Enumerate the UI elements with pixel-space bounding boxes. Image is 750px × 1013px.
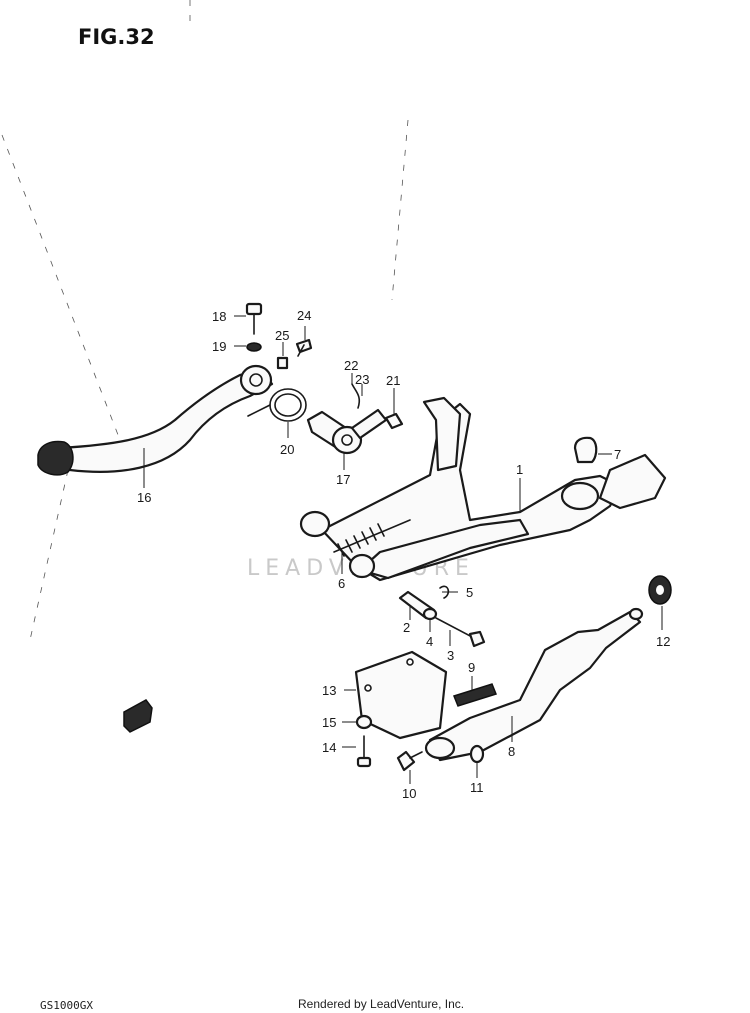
callout-21: 21 [386, 373, 400, 388]
callout-labels: 1 2 3 4 5 6 7 8 9 10 11 12 13 14 15 16 1… [137, 308, 670, 801]
callout-3: 3 [447, 648, 454, 663]
callout-7: 7 [614, 447, 621, 462]
stand-bolt [435, 617, 486, 648]
callout-23: 23 [355, 372, 369, 387]
callout-13: 13 [322, 683, 336, 698]
callout-10: 10 [402, 786, 416, 801]
callout-18: 18 [212, 309, 226, 324]
callout-20: 20 [280, 442, 294, 457]
callout-15: 15 [322, 715, 336, 730]
link-bolt [384, 412, 404, 430]
bushing [648, 575, 672, 605]
callout-6: 6 [338, 576, 345, 591]
callout-8: 8 [508, 744, 515, 759]
callout-25: 25 [275, 328, 289, 343]
callout-16: 16 [137, 490, 151, 505]
side-stand-bolt [396, 750, 423, 772]
small-screw [295, 338, 313, 357]
stand-stopper [573, 436, 598, 464]
callout-5: 5 [466, 585, 473, 600]
callout-2: 2 [403, 620, 410, 635]
pin-washer [422, 607, 438, 621]
stand-spring [333, 519, 411, 557]
callout-22: 22 [344, 358, 358, 373]
leader-lines [143, 315, 663, 784]
callout-17: 17 [336, 472, 350, 487]
callout-11: 11 [470, 780, 484, 795]
callout-4: 4 [426, 634, 433, 649]
callout-24: 24 [297, 308, 311, 323]
callout-19: 19 [212, 339, 226, 354]
brake-pivot-shaft [306, 408, 388, 455]
render-credit: Rendered by LeadVenture, Inc. [298, 997, 464, 1011]
center-stand [299, 396, 667, 582]
return-spring [247, 388, 307, 422]
bracket-washer [355, 714, 373, 730]
cotter-pin [351, 383, 361, 409]
pivot-bolt [245, 302, 263, 335]
scan-artifacts [1, 0, 409, 641]
pivot-washer [246, 342, 262, 352]
callout-9: 9 [468, 660, 475, 675]
figure-title: FIG.32 [78, 25, 155, 49]
callout-12: 12 [656, 634, 670, 649]
side-stand-spring [453, 683, 497, 707]
retaining-clip [439, 585, 450, 599]
side-stand [424, 607, 644, 762]
small-clip [276, 356, 289, 370]
direction-arrow-icon [123, 699, 153, 733]
model-code: GS1000GX [40, 999, 93, 1012]
callout-14: 14 [322, 740, 336, 755]
callout-1: 1 [516, 462, 523, 477]
brake-pedal [37, 364, 274, 476]
side-stand-nut [469, 744, 485, 764]
bracket-bolt [356, 735, 372, 768]
